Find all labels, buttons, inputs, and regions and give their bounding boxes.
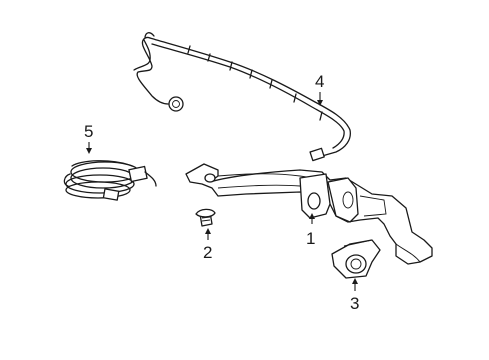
callout-label-1: 1 — [306, 229, 315, 248]
callout-2: 2 — [203, 228, 212, 262]
hitch-receiver-part-1 — [185, 163, 433, 265]
callout-label-3: 3 — [350, 294, 359, 313]
wiring-harness-part-4 — [133, 32, 351, 162]
callout-label-5: 5 — [84, 122, 93, 141]
callout-label-2: 2 — [203, 243, 212, 262]
callout-1: 1 — [306, 213, 315, 248]
harness-bundle-part-5 — [63, 160, 157, 201]
callout-label-4: 4 — [315, 72, 324, 91]
connector-bracket-part-3 — [331, 239, 381, 279]
callout-4: 4 — [315, 72, 324, 106]
callout-3: 3 — [350, 278, 359, 313]
callout-5: 5 — [84, 122, 93, 154]
bolt-part-2 — [195, 208, 216, 227]
